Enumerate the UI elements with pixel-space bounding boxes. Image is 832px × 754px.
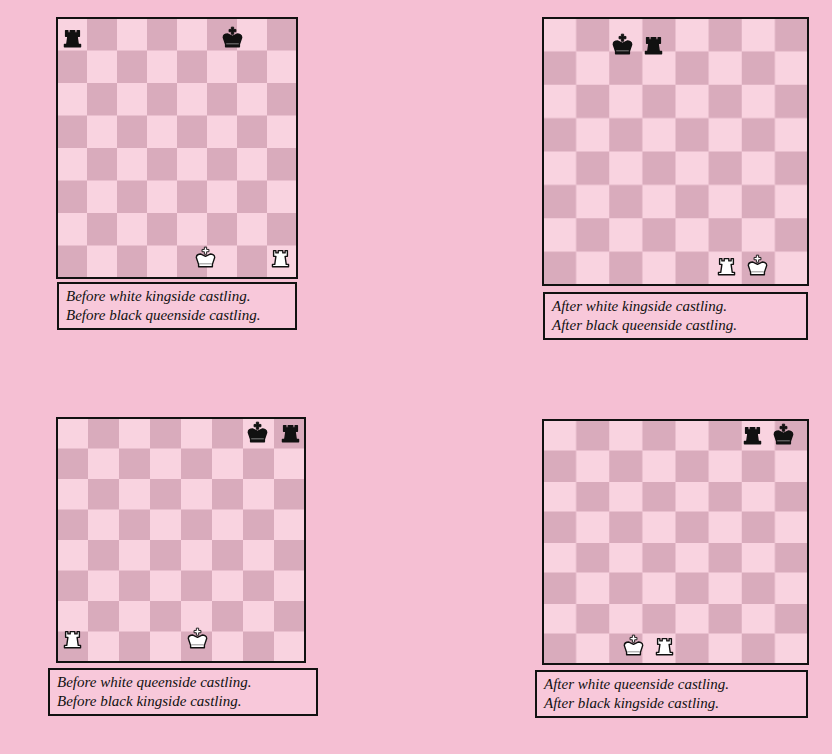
caption-text: After white kingside castling. bbox=[552, 297, 799, 316]
caption-text: After white queenside castling. bbox=[544, 675, 799, 694]
caption-text: Before white kingside castling. bbox=[66, 287, 288, 306]
caption-box: Before white queenside castling.Before b… bbox=[48, 668, 318, 716]
caption-text: Before black queenside castling. bbox=[66, 306, 288, 325]
caption-box: Before white kingside castling.Before bl… bbox=[57, 282, 297, 330]
caption-box: After white kingside castling.After blac… bbox=[543, 292, 808, 340]
caption-text: Before white queenside castling. bbox=[57, 673, 309, 692]
caption-box: After white queenside castling.After bla… bbox=[535, 670, 808, 718]
caption-text: After black kingside castling. bbox=[544, 694, 799, 713]
caption-text: Before black kingside castling. bbox=[57, 692, 309, 711]
caption-text: After black queenside castling. bbox=[552, 316, 799, 335]
